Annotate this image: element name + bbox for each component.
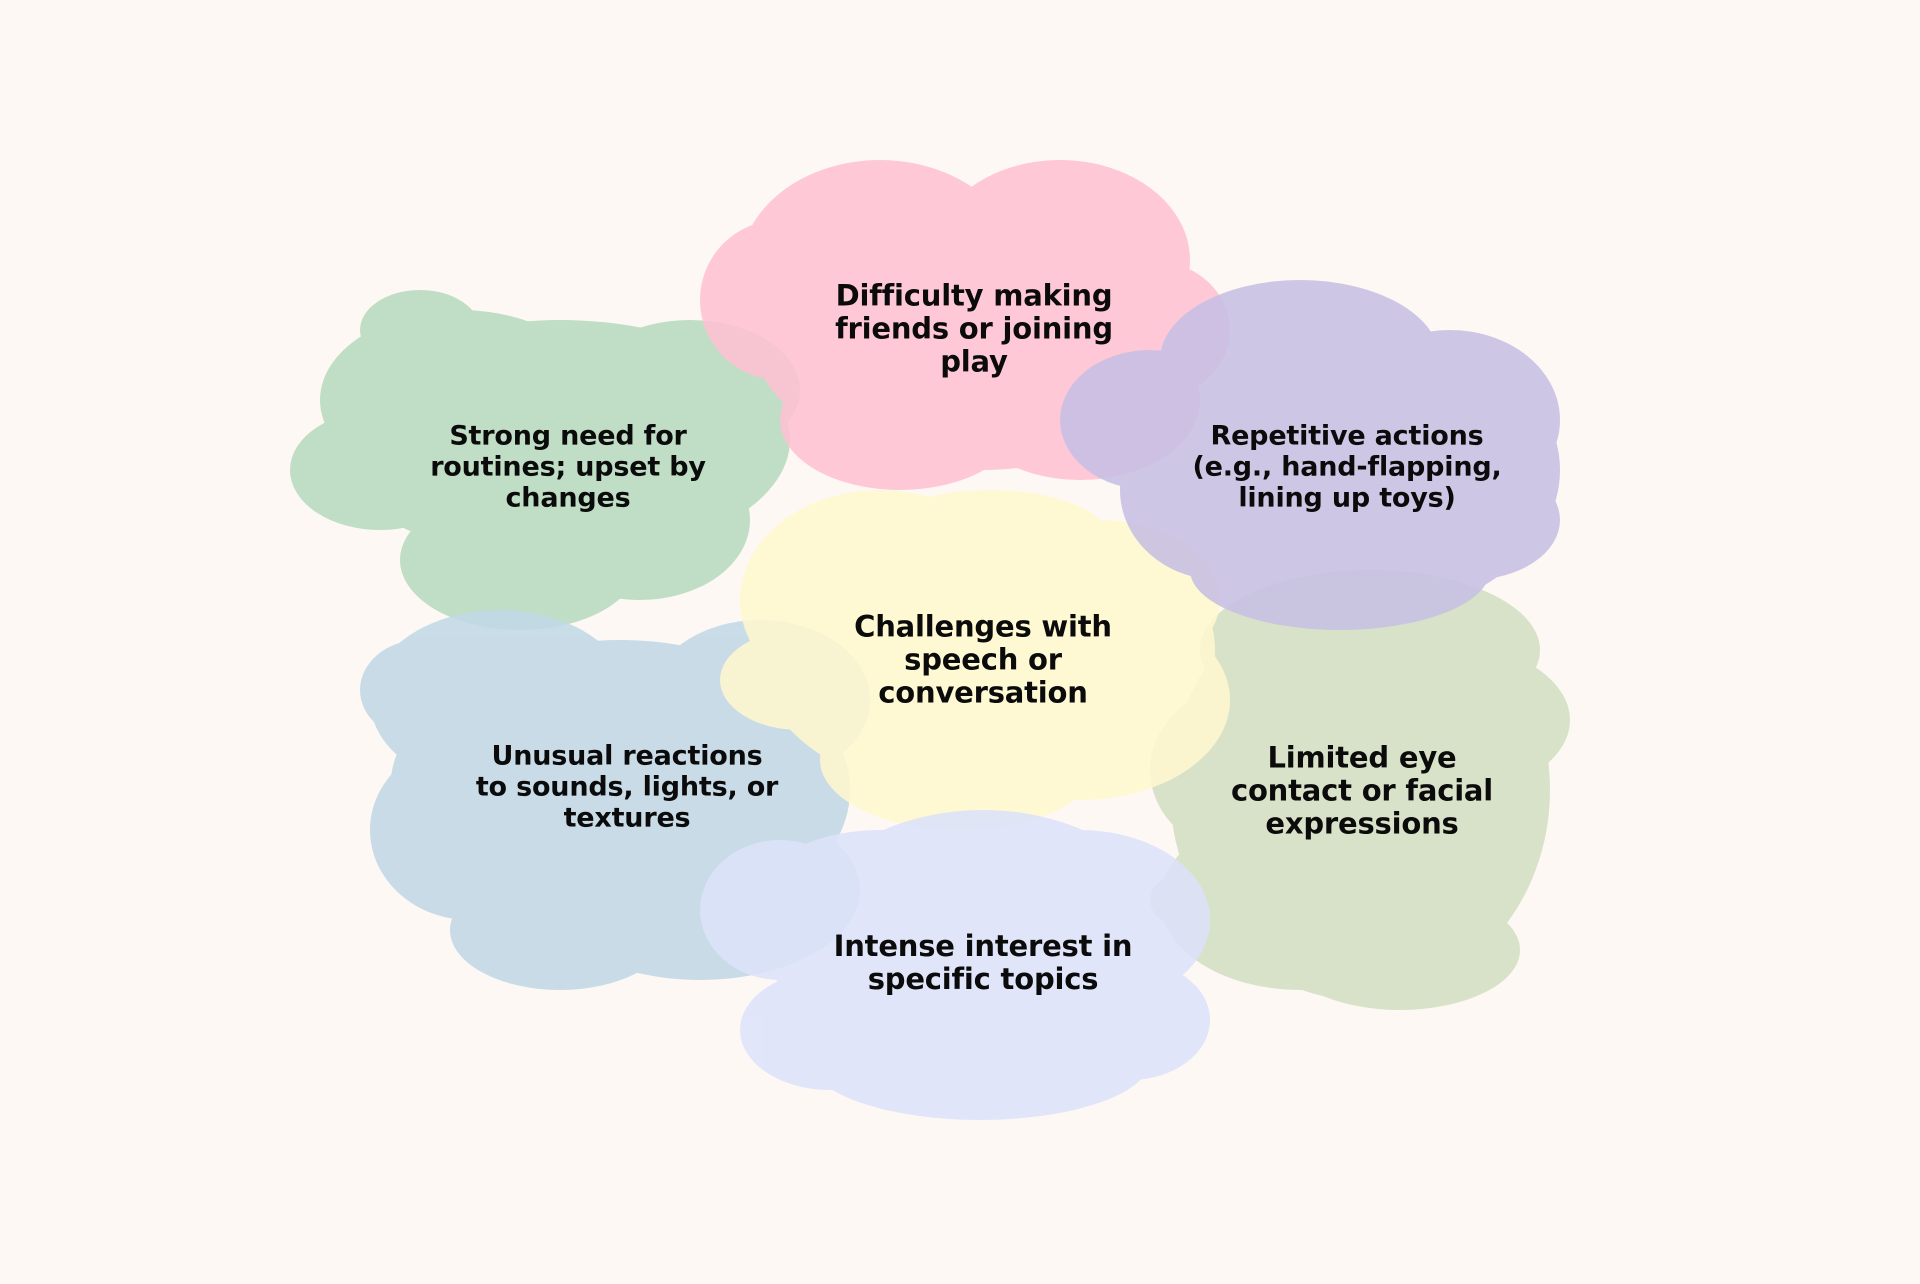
routines-label-line-2: routines; upset by [430, 451, 706, 483]
routines-label-line-3: changes [505, 482, 631, 514]
blob-repetitive [1060, 280, 1560, 630]
center-label: Challenges with speech or conversation [854, 609, 1112, 710]
center-label-line-1: Challenges with [854, 609, 1112, 644]
routines-label: Strong need for routines; upset by chang… [430, 421, 706, 514]
eye-contact-label: Limited eye contact or facial expression… [1230, 740, 1494, 841]
repetitive-label-line-2: (e.g., hand-flapping, [1192, 451, 1502, 483]
friends-label: Difficulty making friends or joining pla… [835, 278, 1113, 379]
blob-center-part [720, 630, 880, 730]
center-label-line-3: conversation [878, 675, 1088, 710]
friends-label-line-2: friends or joining [835, 311, 1113, 346]
friends-label-line-1: Difficulty making [835, 278, 1113, 313]
blob-routines-part [290, 410, 470, 530]
blob-sensory-part [360, 640, 480, 740]
blob-friends-part [780, 350, 1020, 490]
repetitive-label-line-3: lining up toys) [1238, 482, 1456, 514]
blob-repetitive-part [1380, 460, 1560, 580]
blob-center-part [870, 490, 1110, 590]
blob-interest-part [700, 840, 860, 980]
blob-friends-part [700, 220, 860, 380]
sensory-label: Unusual reactions to sounds, lights, or … [475, 740, 779, 834]
blob-center-part [820, 690, 1100, 830]
blob-interest-part [740, 970, 920, 1090]
repetitive-label-line-1: Repetitive actions [1210, 420, 1484, 452]
sensory-label-line-3: textures [563, 802, 691, 834]
blob-sensory-part [370, 740, 570, 920]
interest-label: Intense interest in specific topics [834, 930, 1133, 996]
blob-routines-part [530, 440, 750, 600]
eye-contact-label-line-3: expressions [1265, 806, 1459, 841]
sensory-label-line-1: Unusual reactions [491, 740, 763, 772]
sensory-label-line-2: to sounds, lights, or [475, 771, 779, 803]
eye-contact-label-line-2: contact or facial [1230, 773, 1494, 808]
center-label-line-2: speech or [904, 642, 1062, 677]
blob-center [720, 490, 1230, 830]
blob-routines [290, 290, 800, 630]
blob-routines-part [360, 290, 480, 370]
blob-eye-contact-part [1280, 890, 1520, 1010]
friends-label-line-3: play [940, 344, 1008, 379]
blob-interest [700, 810, 1210, 1120]
routines-label-line-1: Strong need for [449, 420, 687, 452]
blob-repetitive-part [1060, 350, 1240, 490]
repetitive-label: Repetitive actions (e.g., hand-flapping,… [1192, 421, 1501, 514]
blob-interest-part [1050, 960, 1210, 1080]
interest-label-line-2: specific topics [867, 962, 1099, 996]
interest-label-line-1: Intense interest in [833, 929, 1133, 963]
eye-contact-label-line-1: Limited eye [1267, 740, 1457, 775]
